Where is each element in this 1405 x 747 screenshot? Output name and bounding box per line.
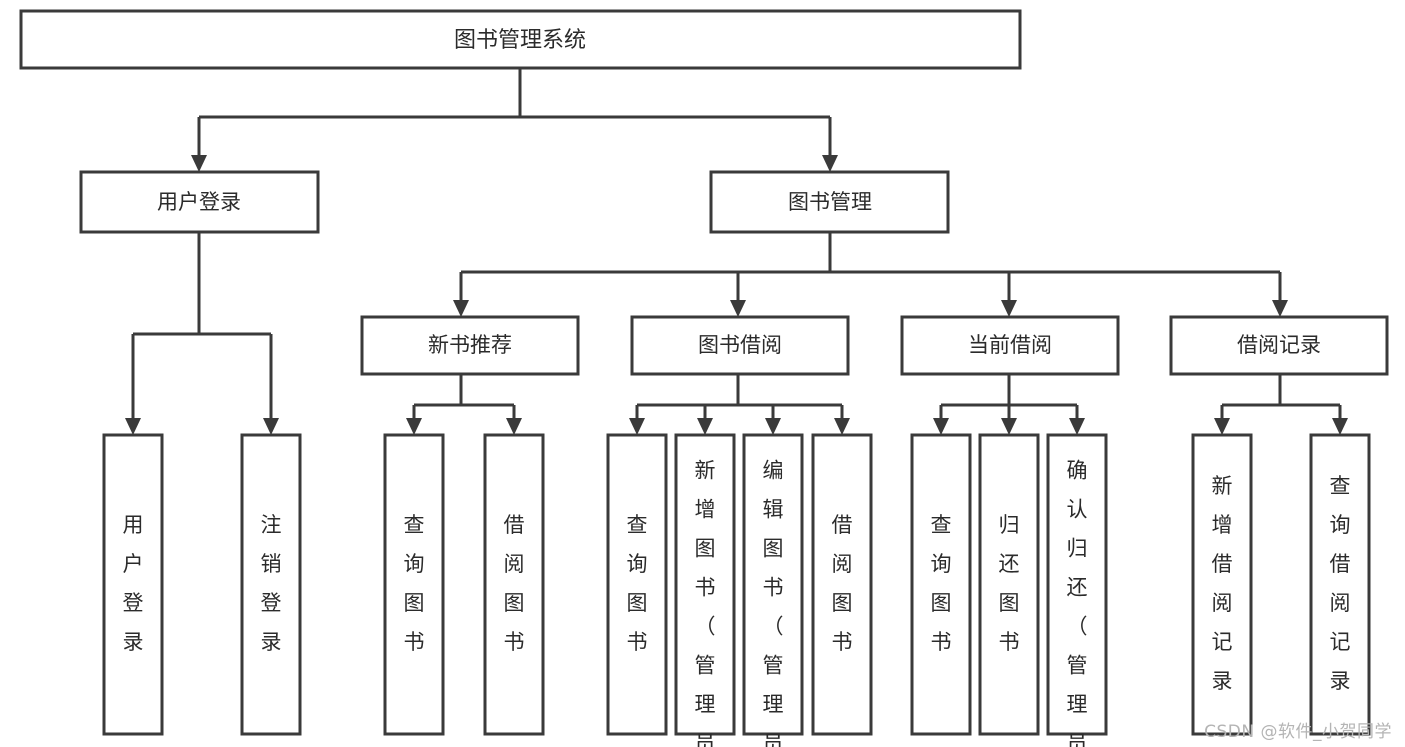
connector-layer <box>125 68 1348 435</box>
node-leaf-query-book-1[interactable]: 查询图书 <box>383 433 445 736</box>
node-leaf-edit-book[interactable]: 编辑图书（管理员） <box>742 433 804 747</box>
node-leaf-query-book-2[interactable]: 查询图书 <box>606 433 668 736</box>
node-leaf-query-book-2-label: 查询图书 <box>627 513 648 654</box>
node-leaf-query-record[interactable]: 查询借阅记录 <box>1309 433 1371 736</box>
node-user-login-box[interactable] <box>79 170 320 234</box>
node-leaf-confirm-return-box[interactable] <box>1046 433 1108 736</box>
arrow-head-leaf-borrow-book-2 <box>834 418 850 435</box>
node-leaf-logout[interactable]: 注销登录 <box>240 433 302 736</box>
node-current-borrow[interactable]: 当前借阅 <box>900 315 1120 376</box>
node-book-manage-box[interactable] <box>709 170 950 234</box>
node-new-book-rec-label: 新书推荐 <box>428 333 512 357</box>
node-current-borrow-label: 当前借阅 <box>968 333 1052 357</box>
node-leaf-confirm-return-label: 确认归还（管理员） <box>1067 459 1088 747</box>
arrow-head-leaf-return-book <box>1001 418 1017 435</box>
node-borrow-record-label: 借阅记录 <box>1237 333 1321 357</box>
node-leaf-logout-label: 注销登录 <box>261 513 282 654</box>
arrow-head-leaf-query-book-2 <box>629 418 645 435</box>
arrow-head-book-manage <box>822 155 838 172</box>
arrow-head-book-borrow <box>730 300 746 317</box>
node-new-book-rec[interactable]: 新书推荐 <box>360 315 580 376</box>
node-leaf-add-record-label: 新增借阅记录 <box>1212 474 1233 693</box>
node-new-book-rec-box[interactable] <box>360 315 580 376</box>
arrow-head-leaf-confirm-return <box>1069 418 1085 435</box>
node-leaf-query-book-3-box[interactable] <box>910 433 972 736</box>
node-book-borrow-box[interactable] <box>630 315 850 376</box>
node-book-borrow[interactable]: 图书借阅 <box>630 315 850 376</box>
arrow-head-leaf-user-login <box>125 418 141 435</box>
node-leaf-user-login[interactable]: 用户登录 <box>102 433 164 736</box>
node-leaf-query-record-box[interactable] <box>1309 433 1371 736</box>
node-leaf-add-book[interactable]: 新增图书（管理员） <box>674 433 736 747</box>
node-leaf-return-book[interactable]: 归还图书 <box>978 433 1040 736</box>
node-leaf-edit-book-label: 编辑图书（管理员） <box>763 459 784 747</box>
node-leaf-add-record[interactable]: 新增借阅记录 <box>1191 433 1253 736</box>
arrow-head-user-login <box>191 155 207 172</box>
node-leaf-return-book-label: 归还图书 <box>999 513 1020 654</box>
node-leaf-confirm-return[interactable]: 确认归还（管理员） <box>1046 433 1108 747</box>
arrow-head-leaf-add-book <box>697 418 713 435</box>
node-leaf-query-book-2-box[interactable] <box>606 433 668 736</box>
node-leaf-logout-box[interactable] <box>240 433 302 736</box>
node-leaf-borrow-book-1-box[interactable] <box>483 433 545 736</box>
node-current-borrow-box[interactable] <box>900 315 1120 376</box>
node-leaf-return-book-box[interactable] <box>978 433 1040 736</box>
arrow-head-leaf-add-record <box>1214 418 1230 435</box>
node-leaf-borrow-book-2-label: 借阅图书 <box>832 513 853 654</box>
node-user-login-label: 用户登录 <box>157 190 241 214</box>
node-leaf-edit-book-box[interactable] <box>742 433 804 736</box>
node-leaf-query-book-1-label: 查询图书 <box>404 513 425 654</box>
node-user-login[interactable]: 用户登录 <box>79 170 320 234</box>
node-leaf-user-login-label: 用户登录 <box>123 513 144 654</box>
node-leaf-query-book-1-box[interactable] <box>383 433 445 736</box>
node-leaf-borrow-book-1-label: 借阅图书 <box>504 513 525 654</box>
node-leaf-add-book-box[interactable] <box>674 433 736 736</box>
node-leaf-add-book-label: 新增图书（管理员） <box>695 459 716 747</box>
leaf-nodes-layer: 用户登录 注销登录 查询图书 借阅图书 查询图书 新增图书（管理员） <box>102 433 1371 747</box>
node-leaf-borrow-book-2[interactable]: 借阅图书 <box>811 433 873 736</box>
node-borrow-record[interactable]: 借阅记录 <box>1169 315 1389 376</box>
node-book-borrow-label: 图书借阅 <box>698 333 782 357</box>
arrow-head-new-book-rec <box>453 300 469 317</box>
watermark-text: CSDN @软件_小贺同学 <box>1204 722 1392 742</box>
node-leaf-borrow-book-1[interactable]: 借阅图书 <box>483 433 545 736</box>
node-leaf-query-book-3[interactable]: 查询图书 <box>910 433 972 736</box>
node-borrow-record-box[interactable] <box>1169 315 1389 376</box>
node-leaf-query-record-label: 查询借阅记录 <box>1330 474 1351 693</box>
arrow-head-leaf-logout <box>263 418 279 435</box>
node-book-manage-label: 图书管理 <box>788 190 872 214</box>
node-root[interactable]: 图书管理系统 <box>19 9 1022 70</box>
node-root-box[interactable] <box>19 9 1022 70</box>
arrow-head-leaf-query-book-3 <box>933 418 949 435</box>
node-root-label: 图书管理系统 <box>454 28 586 53</box>
node-book-manage[interactable]: 图书管理 <box>709 170 950 234</box>
arrow-head-leaf-borrow-book-1 <box>506 418 522 435</box>
node-leaf-user-login-box[interactable] <box>102 433 164 736</box>
arrow-head-leaf-query-record <box>1332 418 1348 435</box>
arrow-head-leaf-query-book-1 <box>406 418 422 435</box>
arrow-head-current-borrow <box>1001 300 1017 317</box>
node-leaf-borrow-book-2-box[interactable] <box>811 433 873 736</box>
node-leaf-query-book-3-label: 查询图书 <box>931 513 952 654</box>
node-leaf-add-record-box[interactable] <box>1191 433 1253 736</box>
arrow-head-borrow-record <box>1272 300 1288 317</box>
arrow-head-leaf-edit-book <box>765 418 781 435</box>
